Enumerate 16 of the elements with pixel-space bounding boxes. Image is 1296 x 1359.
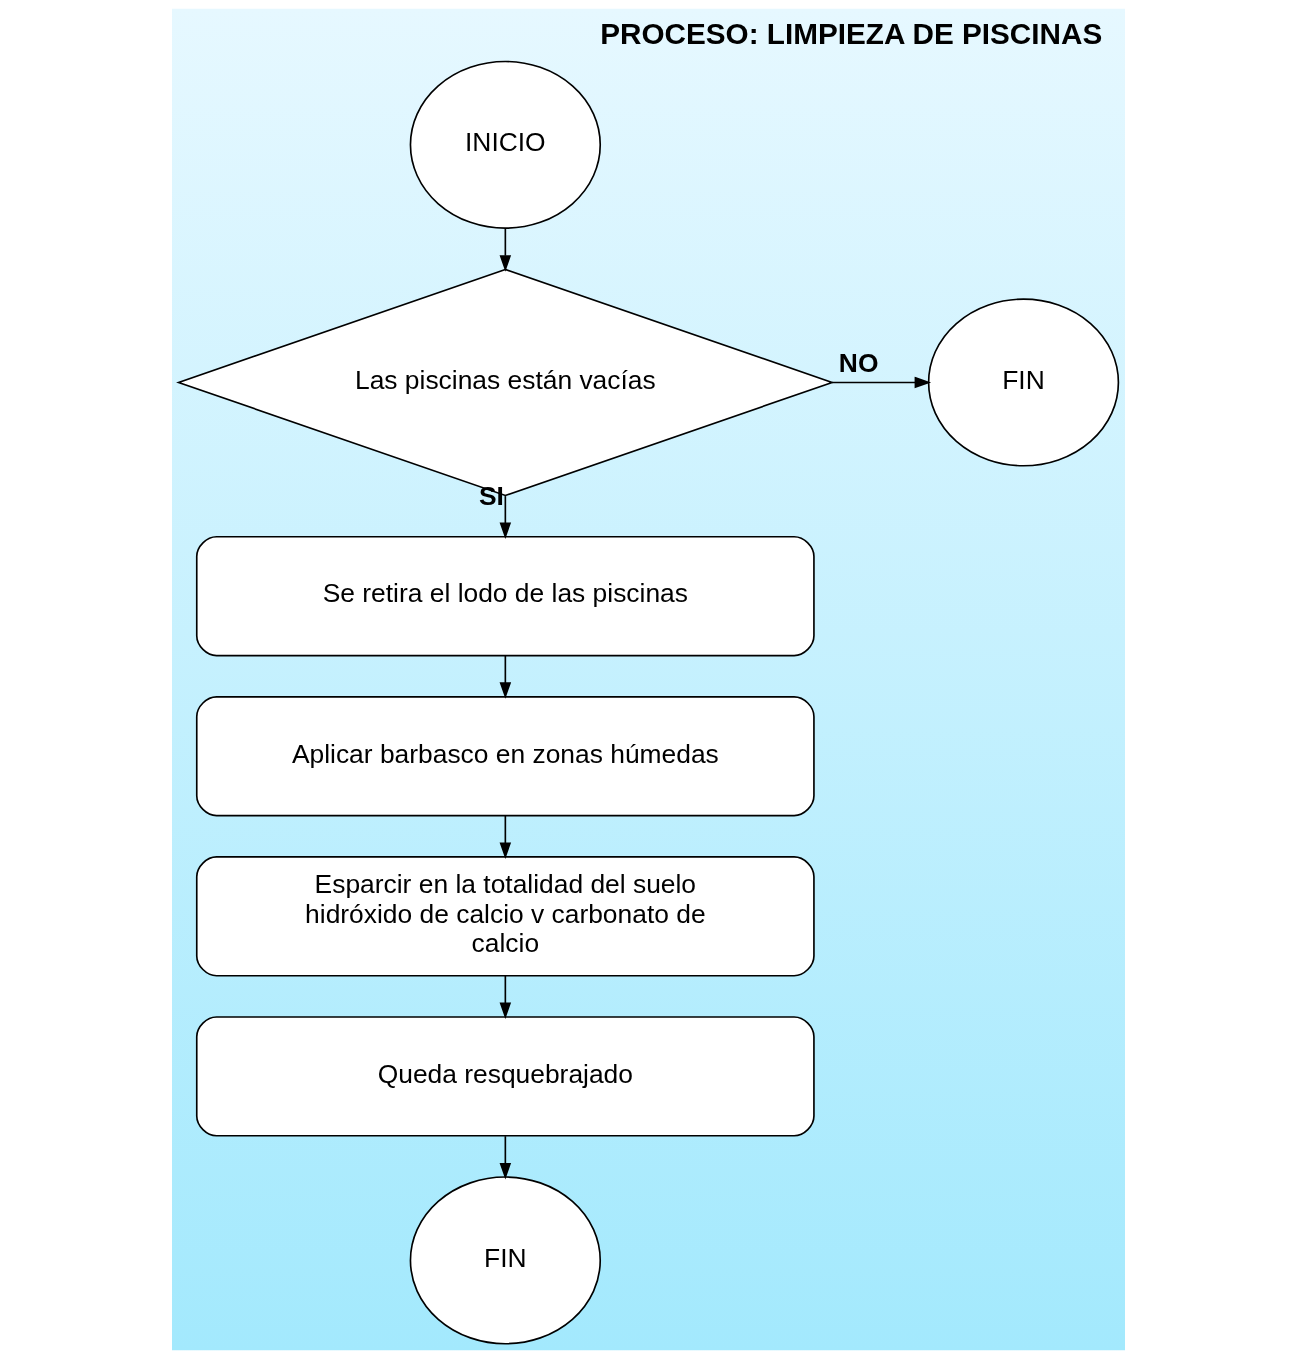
arrow	[499, 1135, 511, 1180]
node-box: Se retira el lodo de las piscinas	[195, 535, 815, 657]
node-ellipse: FIN	[927, 298, 1119, 467]
arrow	[499, 227, 511, 272]
diagram-title: PROCESO: LIMPIEZA DE PISCINAS	[599, 17, 1102, 50]
arrow	[499, 654, 511, 699]
arrow	[499, 815, 511, 859]
node-box: Esparcir en la totalidad del suelo hidróxido de calcio v carbonato de calcio	[195, 856, 815, 977]
arrow	[499, 975, 511, 1019]
node-ellipse: FIN	[409, 1176, 601, 1345]
node-ellipse: INICIO	[409, 60, 601, 229]
arrow	[830, 376, 931, 389]
node-box: Aplicar barbasco en zonas húmedas	[195, 696, 815, 817]
arrow	[499, 495, 511, 539]
node-box: Queda resquebrajado	[195, 1016, 815, 1137]
edge-label: NO	[838, 348, 878, 379]
